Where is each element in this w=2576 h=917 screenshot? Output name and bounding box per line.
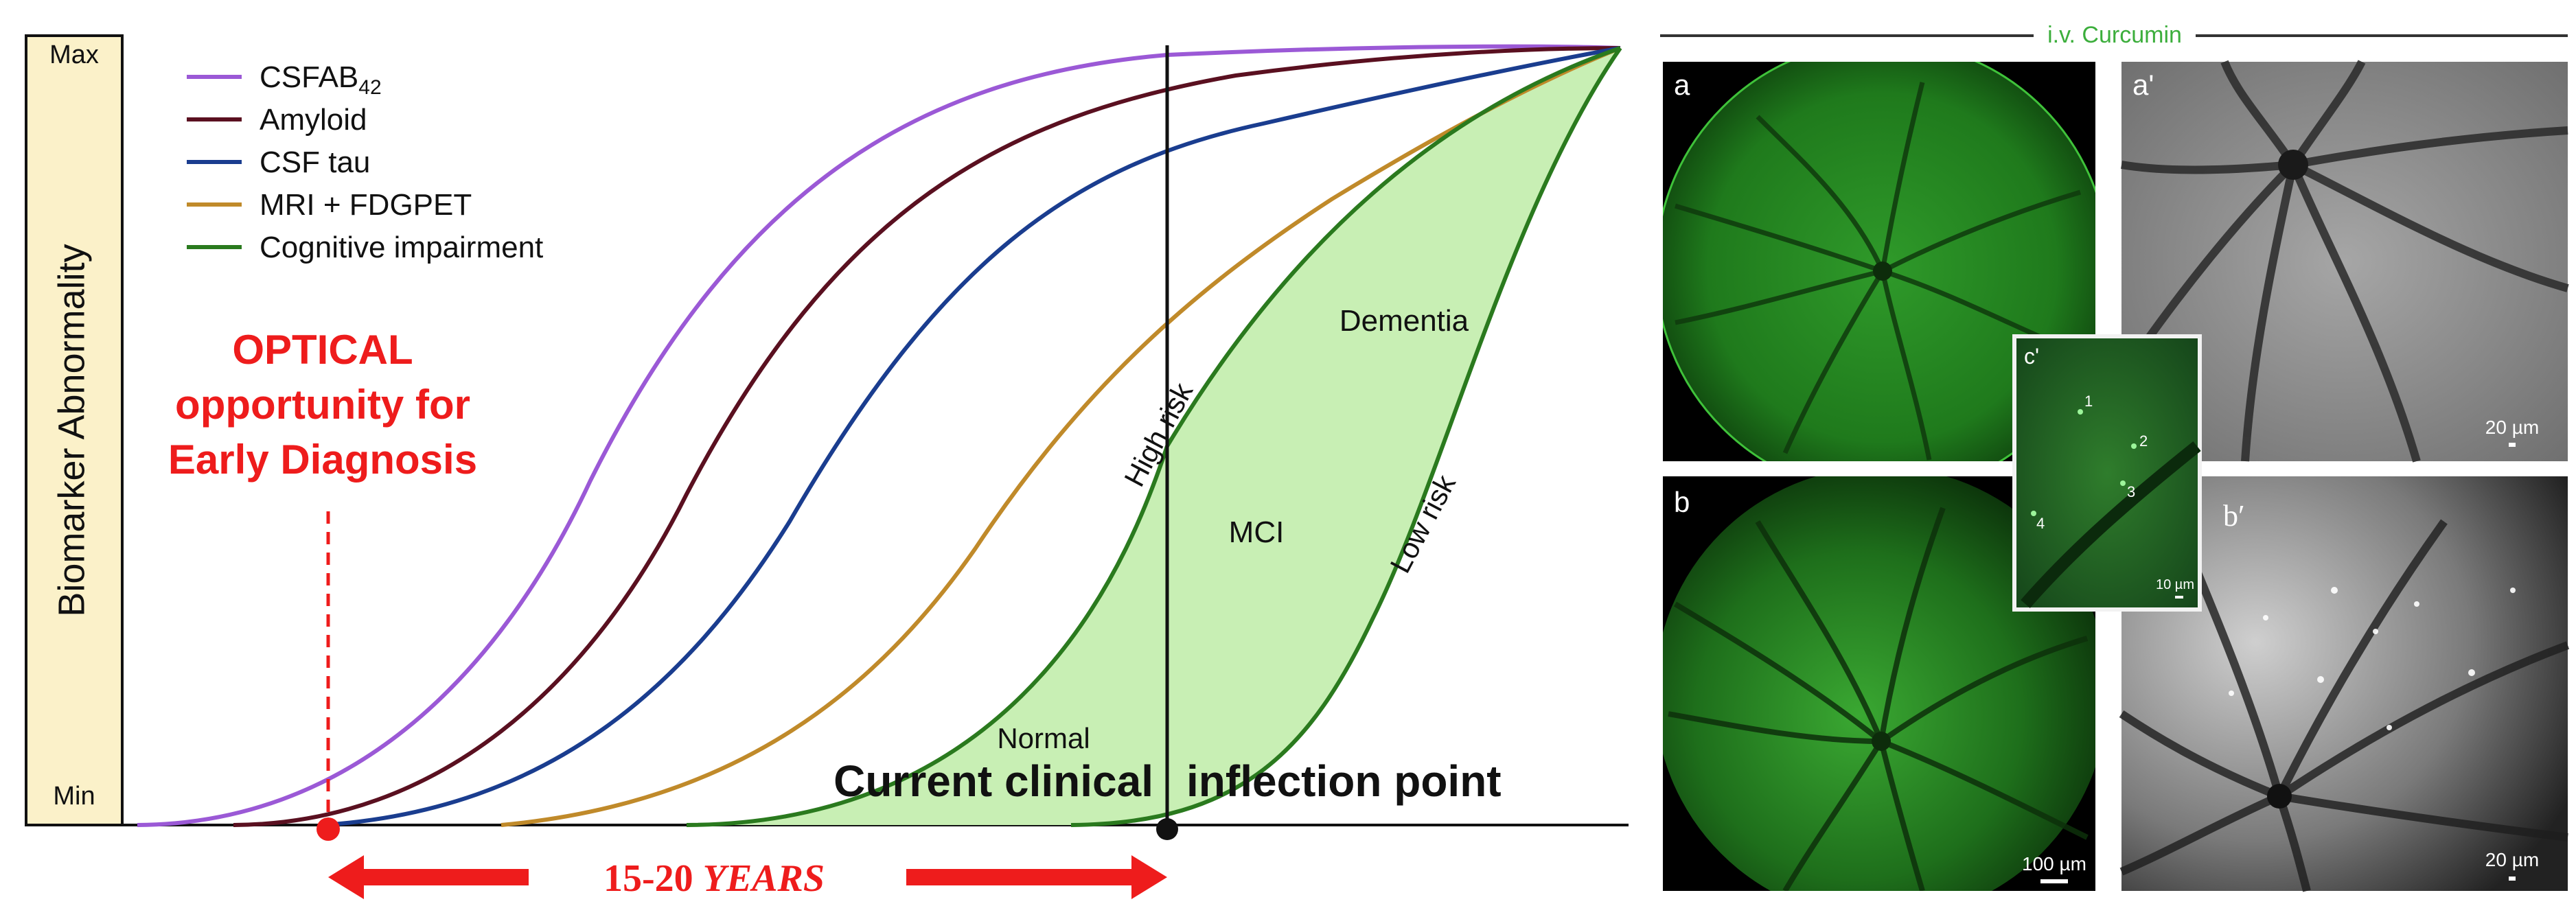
micrograph-panel: i.v. Curcumin a <box>1660 22 2570 892</box>
optical-note: OPTICAL opportunity for Early Diagnosis <box>168 327 477 483</box>
panel-b-scale: 100 µm <box>2022 853 2086 874</box>
optical-note-line1: OPTICAL <box>232 327 413 373</box>
biomarker-diagram: Max Min Biomarker Abnormality CSFAB42Amy… <box>25 34 1629 900</box>
curve-cognitive-low <box>1070 47 1622 827</box>
panel-c-prime-markers: 1 2 3 4 <box>2031 393 2148 532</box>
timespan-prefix: 15-20 <box>603 857 703 900</box>
panel-b-prime-label: b′ <box>2223 499 2245 533</box>
panel-a-prime-label: a' <box>2132 69 2154 101</box>
inset-marker-1: 1 <box>2084 393 2093 410</box>
curve-csfab42 <box>137 44 1621 827</box>
panel-b-prime-scale: 20 µm <box>2485 849 2539 870</box>
y-axis-min-label: Min <box>53 782 95 811</box>
panel-b-label: b <box>1674 486 1690 518</box>
legend-label: CSFAB42 <box>260 60 382 99</box>
legend-label: CSF tau <box>260 146 370 179</box>
inset-marker-3: 3 <box>2127 483 2135 500</box>
legend-label: Cognitive impairment <box>260 231 543 264</box>
inflection-point-dot <box>1156 818 1178 840</box>
inflection-caption-part1: Current clinical <box>833 756 1153 806</box>
legend-label-text: MRI + FDGPET <box>260 188 472 222</box>
inset-marker-4: 4 <box>2036 515 2045 532</box>
panel-c-prime-inset: 1 2 3 4 c' 10 µm <box>2012 334 2202 612</box>
legend-label-text: Amyloid <box>260 103 367 137</box>
y-axis-title: Biomarker Abnormality <box>51 244 92 616</box>
legend-label-text: Cognitive impairment <box>260 231 543 264</box>
panel-c-prime-scale: 10 µm <box>2156 577 2194 592</box>
clinical-region <box>687 48 1620 825</box>
panel-b-prime-specks <box>2229 587 2516 730</box>
panel-c-prime-vessel <box>2021 441 2201 608</box>
legend-label-text: CSF tau <box>260 146 370 179</box>
label-dementia: Dementia <box>1339 304 1469 338</box>
panel-a-prime-scale: 20 µm <box>2485 417 2539 438</box>
y-axis-label-box <box>25 34 124 826</box>
panel-b-vessels <box>1668 507 2089 891</box>
timespan-arrow-left <box>328 855 529 899</box>
optical-note-line3: Early Diagnosis <box>168 437 477 483</box>
legend-label-subscript: 42 <box>358 76 381 99</box>
legend-label: Amyloid <box>260 103 367 137</box>
legend-label-text: CSFAB <box>260 60 358 94</box>
label-mci: MCI <box>1229 515 1285 549</box>
panel-a-prime <box>2121 60 2569 463</box>
panel-a <box>1663 62 2095 461</box>
timespan-label: 15-20 YEARS <box>603 857 825 900</box>
curcumin-header: i.v. Curcumin <box>2047 22 2182 48</box>
inset-marker-2: 2 <box>2139 432 2148 450</box>
panel-b-prime-vessels <box>2119 519 2570 892</box>
legend-label: MRI + FDGPET <box>260 188 472 222</box>
panel-a-label: a <box>1674 69 1690 101</box>
optical-point-dot <box>317 817 340 841</box>
panel-c-prime-label: c' <box>2024 344 2039 369</box>
curve-csf-tau <box>322 46 1621 827</box>
timespan-arrow-right <box>906 855 1167 899</box>
y-axis-max-label: Max <box>49 40 99 69</box>
curve-amyloid <box>233 46 1621 827</box>
timespan-suffix: YEARS <box>703 857 825 900</box>
label-normal: Normal <box>997 722 1090 754</box>
inflection-caption-part2: inflection point <box>1186 756 1502 806</box>
optical-note-line2: opportunity for <box>175 382 470 428</box>
panel-a-prime-vessels <box>2121 60 2569 463</box>
